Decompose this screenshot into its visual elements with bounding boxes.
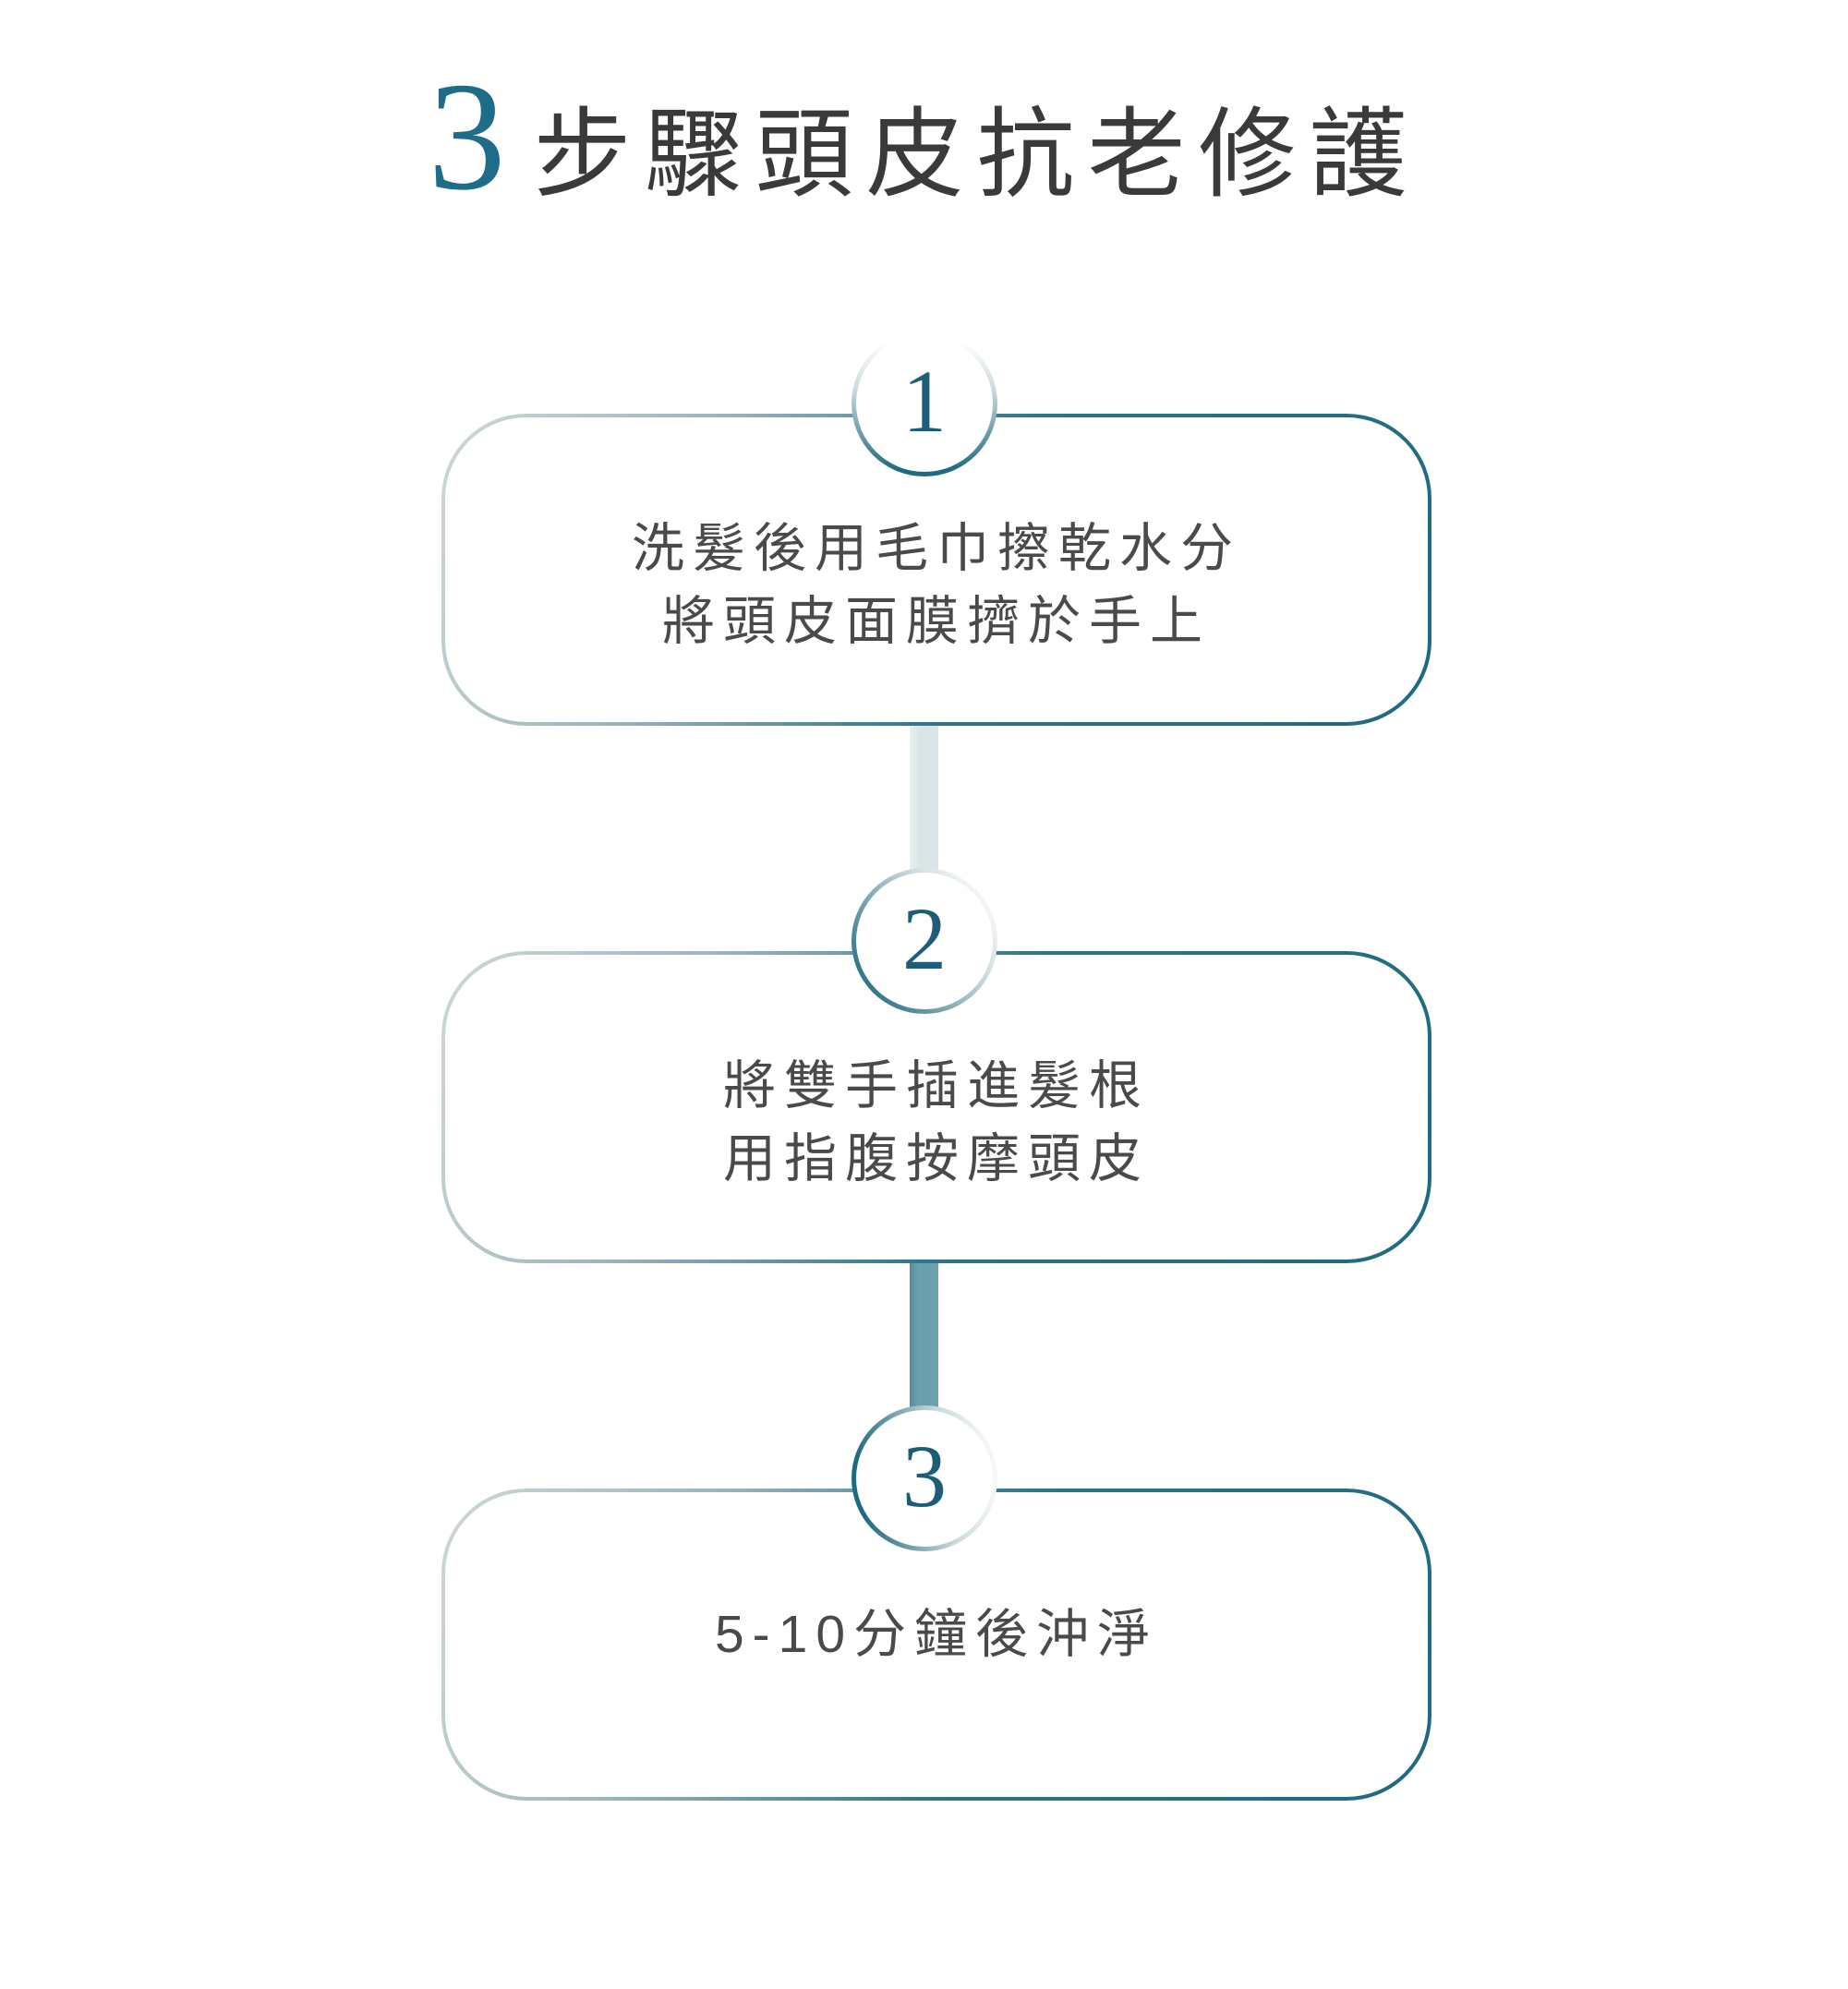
step2-number-badge-fill: 2 xyxy=(856,873,993,1009)
step2-line1: 將雙手插進髮根 xyxy=(723,1056,1150,1115)
title-heading: 步驟頭皮抗老修護 xyxy=(533,102,1420,210)
connector-step1-step2 xyxy=(910,722,938,879)
step2-number-badge: 2 xyxy=(852,868,997,1014)
step3-line1: 5-10分鐘後沖淨 xyxy=(714,1604,1159,1664)
step1-number-badge-fill: 1 xyxy=(856,335,993,472)
step3-number-badge: 3 xyxy=(852,1405,997,1551)
step3-number: 3 xyxy=(902,1427,947,1525)
step1-line1: 洗髮後用毛巾擦乾水分 xyxy=(632,519,1241,578)
step1-number: 1 xyxy=(902,352,947,451)
title-step-count: 3 xyxy=(428,51,506,223)
step3-box: 5-10分鐘後沖淨 xyxy=(441,1489,1431,1801)
page-title: 3 步驟頭皮抗老修護 xyxy=(0,52,1848,223)
step1-line2: 將頭皮面膜擠於手上 xyxy=(662,592,1211,651)
step2-number: 2 xyxy=(902,889,947,988)
connector-step2-step3 xyxy=(910,1260,938,1416)
step1-number-badge: 1 xyxy=(852,331,997,476)
step3-number-badge-fill: 3 xyxy=(856,1410,993,1547)
step2-line2: 用指腹按摩頭皮 xyxy=(723,1129,1150,1188)
